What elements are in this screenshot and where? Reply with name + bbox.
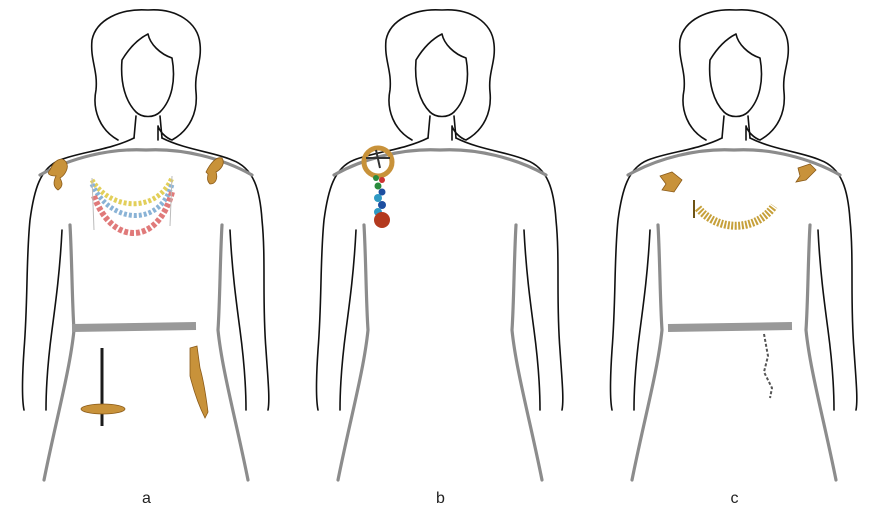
spindle-whorl (81, 404, 125, 414)
figure-drawing-b (294, 0, 587, 480)
brooch-left (48, 159, 67, 190)
head-outline (92, 10, 201, 140)
panel-label-a: a (0, 490, 293, 508)
knife-sheath (190, 346, 208, 418)
face-outline (710, 34, 762, 117)
panel-label-b: b (294, 490, 587, 508)
arm-inner-right (524, 230, 540, 410)
arm-inner-right (818, 230, 834, 410)
face-outline (416, 34, 468, 117)
body-outline-right (456, 138, 563, 410)
arm-inner-right (230, 230, 246, 410)
arm-inner-left (634, 230, 650, 410)
brooch-left (660, 172, 682, 192)
body-outline-left (317, 138, 429, 410)
belt (72, 326, 196, 328)
body-outline-left (23, 138, 135, 410)
figure-drawing-a (0, 0, 293, 480)
arm-inner-left (340, 230, 356, 410)
head-outline (386, 10, 495, 140)
hanging-implements (764, 334, 772, 398)
figure-drawing-c (588, 0, 881, 480)
panel-label-c: c (588, 490, 881, 508)
face-outline (122, 34, 174, 117)
figure-panel-a: a (0, 0, 293, 513)
bead-string (373, 175, 390, 228)
brooch-right (206, 158, 223, 184)
figure-panel-c: c (588, 0, 881, 513)
bead-chain (698, 206, 774, 226)
belt (668, 326, 792, 328)
head-outline (680, 10, 789, 140)
arm-inner-left (46, 230, 62, 410)
figure-panel-b: b (294, 0, 587, 513)
bead-festoons (92, 176, 172, 233)
brooch-right (796, 164, 816, 182)
